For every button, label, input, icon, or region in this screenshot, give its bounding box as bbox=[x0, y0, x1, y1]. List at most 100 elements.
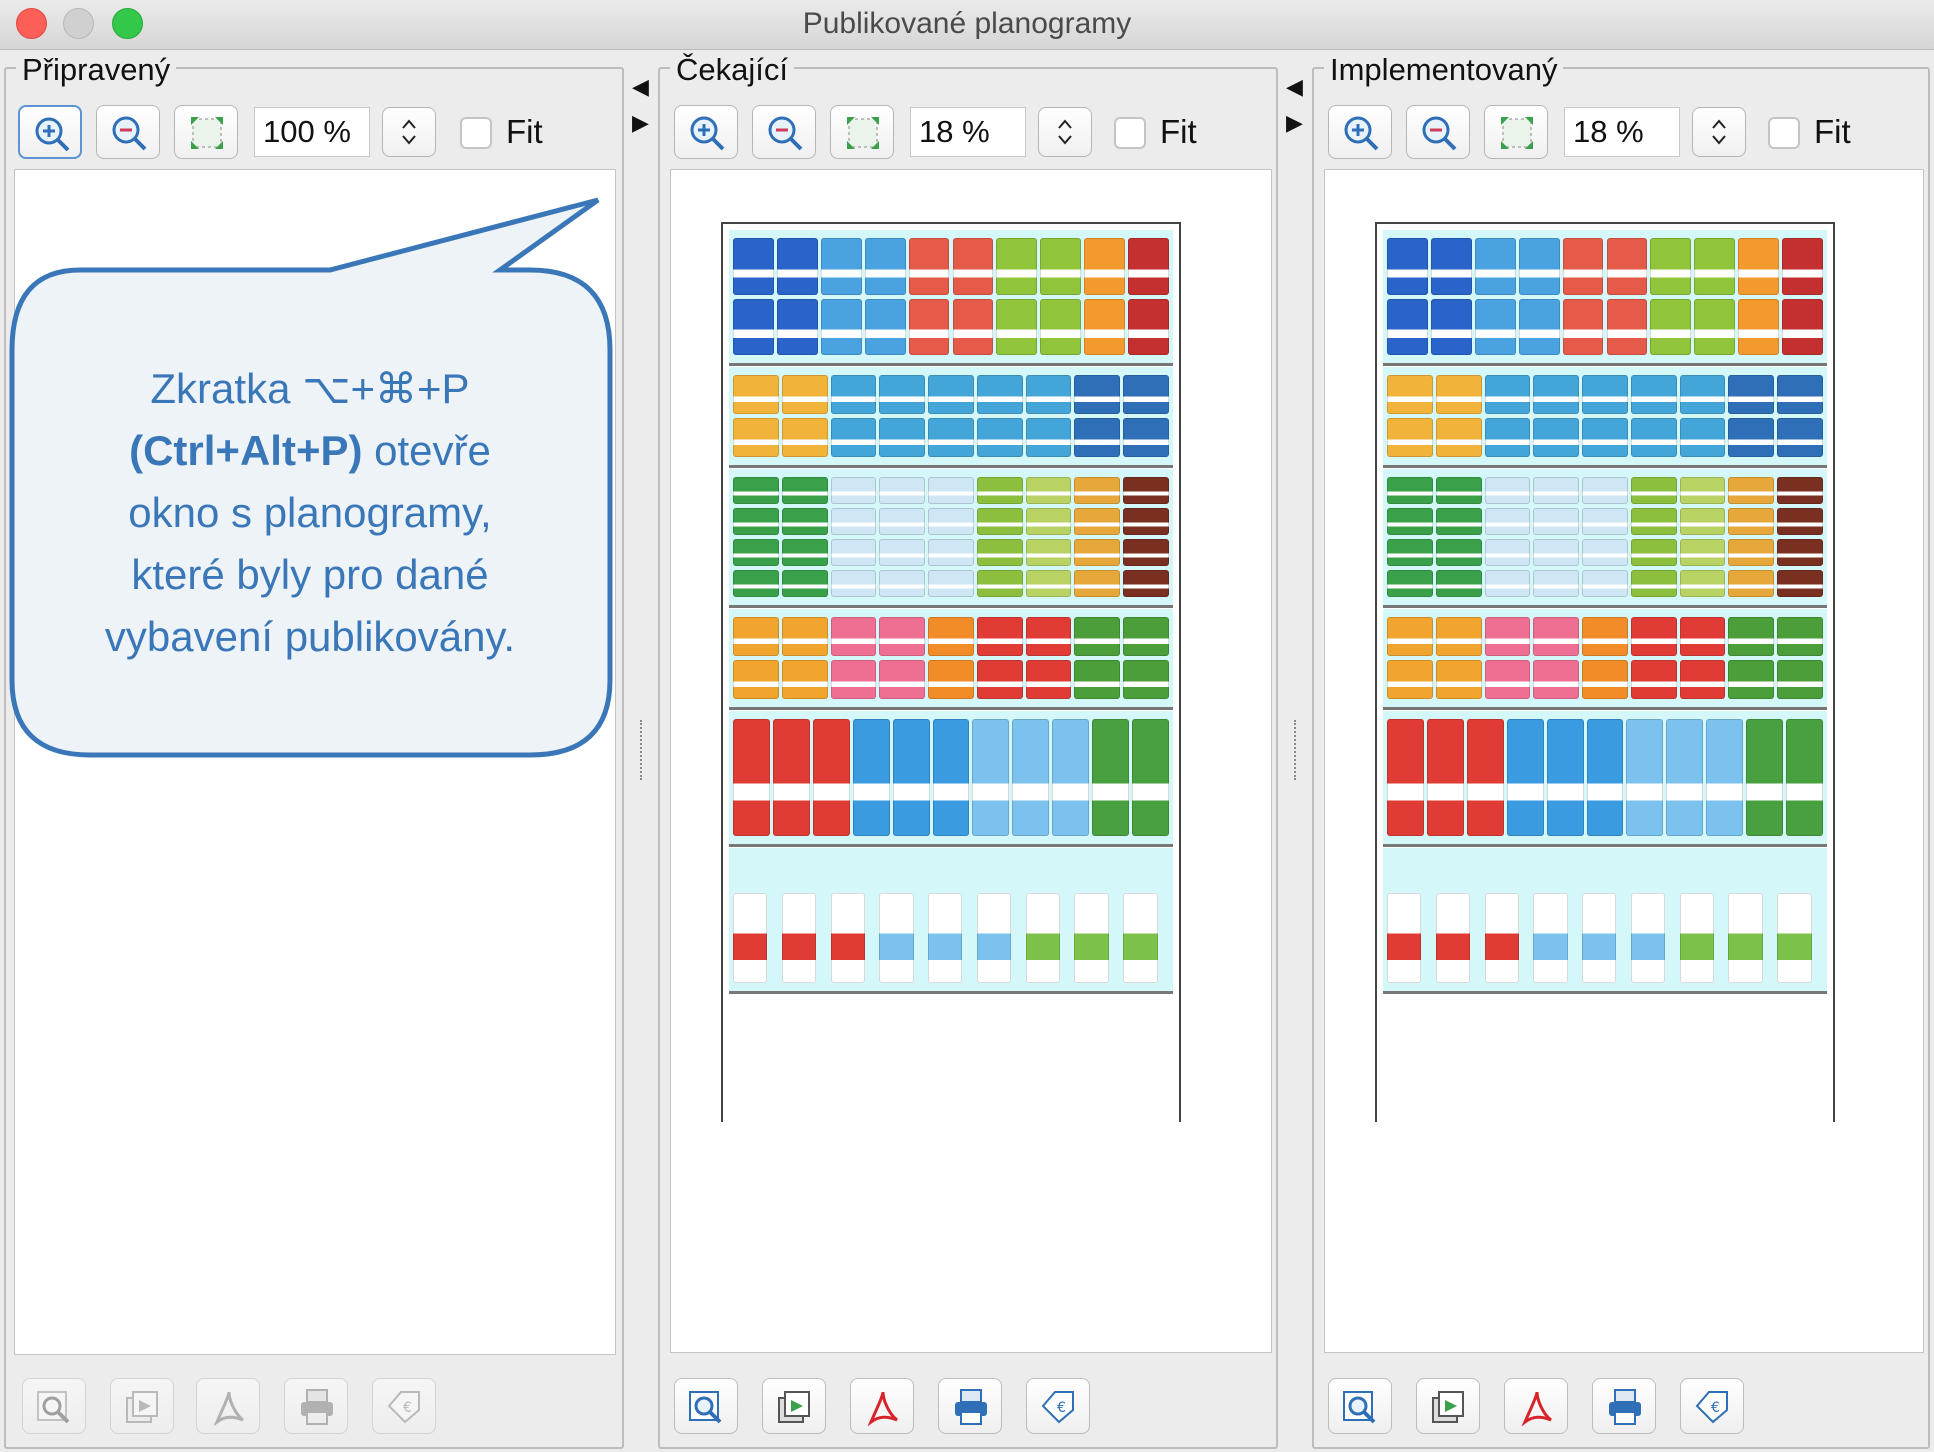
product-facing[interactable] bbox=[1679, 477, 1726, 504]
product-facing[interactable] bbox=[1746, 719, 1784, 836]
product-facing[interactable] bbox=[1132, 719, 1169, 836]
product-facing[interactable] bbox=[879, 570, 926, 597]
product-facing[interactable] bbox=[1474, 238, 1516, 295]
product-facing[interactable] bbox=[1506, 719, 1544, 836]
export-button[interactable] bbox=[762, 1378, 826, 1434]
product-facing[interactable] bbox=[1777, 893, 1812, 983]
product-facing[interactable] bbox=[1562, 238, 1604, 295]
product-facing[interactable] bbox=[1630, 418, 1677, 457]
product-facing[interactable] bbox=[830, 617, 877, 656]
zoom-stepper[interactable] bbox=[1692, 107, 1746, 157]
product-facing[interactable] bbox=[1728, 893, 1763, 983]
product-facing[interactable] bbox=[1728, 375, 1775, 414]
product-facing[interactable] bbox=[928, 570, 974, 597]
product-facing[interactable] bbox=[1679, 893, 1714, 983]
product-facing[interactable] bbox=[830, 539, 877, 566]
product-facing[interactable] bbox=[1074, 418, 1121, 457]
collapse-right-arrow[interactable]: ▶ bbox=[1286, 110, 1303, 135]
product-facing[interactable] bbox=[733, 719, 770, 836]
product-facing[interactable] bbox=[1435, 477, 1482, 504]
zoom-level-field[interactable]: 18 % bbox=[910, 107, 1026, 157]
zoom-stepper[interactable] bbox=[1038, 107, 1092, 157]
product-facing[interactable] bbox=[1484, 375, 1531, 414]
product-facing[interactable] bbox=[1484, 660, 1531, 699]
zoom-stepper[interactable] bbox=[382, 107, 436, 157]
product-facing[interactable] bbox=[996, 238, 1038, 295]
product-facing[interactable] bbox=[1123, 570, 1169, 597]
product-facing[interactable] bbox=[830, 660, 877, 699]
product-facing[interactable] bbox=[976, 375, 1023, 414]
product-facing[interactable] bbox=[1387, 617, 1433, 656]
product-facing[interactable] bbox=[1387, 719, 1424, 836]
product-facing[interactable] bbox=[1626, 719, 1664, 836]
product-facing[interactable] bbox=[1533, 660, 1580, 699]
product-facing[interactable] bbox=[1533, 539, 1580, 566]
product-facing[interactable] bbox=[1666, 719, 1704, 836]
product-facing[interactable] bbox=[1435, 508, 1482, 535]
product-facing[interactable] bbox=[1426, 719, 1464, 836]
product-facing[interactable] bbox=[1533, 617, 1580, 656]
fit-to-screen-button[interactable] bbox=[1484, 105, 1548, 159]
product-facing[interactable] bbox=[733, 375, 779, 414]
price-tag-button[interactable]: € bbox=[1026, 1378, 1090, 1434]
product-facing[interactable] bbox=[892, 719, 930, 836]
product-facing[interactable] bbox=[733, 539, 779, 566]
product-facing[interactable] bbox=[1430, 238, 1472, 295]
product-facing[interactable] bbox=[1738, 238, 1780, 295]
product-facing[interactable] bbox=[1728, 617, 1775, 656]
product-facing[interactable] bbox=[928, 375, 974, 414]
splitter-grip[interactable] bbox=[640, 720, 643, 780]
info-button[interactable] bbox=[1328, 1378, 1392, 1434]
product-facing[interactable] bbox=[1606, 238, 1648, 295]
product-facing[interactable] bbox=[830, 508, 877, 535]
pdf-button[interactable] bbox=[196, 1378, 260, 1434]
zoom-in-button[interactable] bbox=[674, 105, 738, 159]
product-facing[interactable] bbox=[1123, 539, 1169, 566]
product-facing[interactable] bbox=[830, 418, 877, 457]
product-facing[interactable] bbox=[1074, 477, 1121, 504]
product-facing[interactable] bbox=[1052, 719, 1090, 836]
product-facing[interactable] bbox=[1679, 617, 1726, 656]
product-facing[interactable] bbox=[1630, 375, 1677, 414]
product-facing[interactable] bbox=[1777, 508, 1823, 535]
product-facing[interactable] bbox=[1387, 477, 1433, 504]
splitter-grip[interactable] bbox=[1294, 720, 1297, 780]
product-facing[interactable] bbox=[733, 298, 774, 355]
product-facing[interactable] bbox=[1728, 660, 1775, 699]
minimize-window-button[interactable] bbox=[63, 8, 94, 39]
product-facing[interactable] bbox=[928, 660, 974, 699]
product-facing[interactable] bbox=[733, 617, 779, 656]
product-facing[interactable] bbox=[1466, 719, 1504, 836]
product-facing[interactable] bbox=[1025, 539, 1072, 566]
product-facing[interactable] bbox=[879, 418, 926, 457]
product-facing[interactable] bbox=[1728, 570, 1775, 597]
print-button[interactable] bbox=[938, 1378, 1002, 1434]
product-facing[interactable] bbox=[1387, 893, 1422, 983]
product-facing[interactable] bbox=[1387, 375, 1433, 414]
product-facing[interactable] bbox=[1435, 375, 1482, 414]
product-facing[interactable] bbox=[1084, 298, 1126, 355]
product-facing[interactable] bbox=[1630, 570, 1677, 597]
product-facing[interactable] bbox=[1777, 570, 1823, 597]
product-facing[interactable] bbox=[1074, 508, 1121, 535]
product-facing[interactable] bbox=[1012, 719, 1050, 836]
export-button[interactable] bbox=[110, 1378, 174, 1434]
planogram-canvas[interactable] bbox=[1324, 169, 1924, 1353]
product-facing[interactable] bbox=[1387, 539, 1433, 566]
zoom-out-button[interactable] bbox=[752, 105, 816, 159]
product-facing[interactable] bbox=[976, 660, 1023, 699]
product-facing[interactable] bbox=[830, 893, 865, 983]
product-facing[interactable] bbox=[1728, 418, 1775, 457]
product-facing[interactable] bbox=[928, 617, 974, 656]
product-facing[interactable] bbox=[879, 375, 926, 414]
product-facing[interactable] bbox=[972, 719, 1010, 836]
product-facing[interactable] bbox=[879, 893, 914, 983]
product-facing[interactable] bbox=[1484, 539, 1531, 566]
product-facing[interactable] bbox=[928, 477, 974, 504]
zoom-level-field[interactable]: 18 % bbox=[1564, 107, 1680, 157]
product-facing[interactable] bbox=[1074, 539, 1121, 566]
product-facing[interactable] bbox=[733, 570, 779, 597]
product-facing[interactable] bbox=[776, 238, 818, 295]
product-facing[interactable] bbox=[1040, 238, 1082, 295]
collapse-left-arrow[interactable]: ◀ bbox=[1286, 74, 1303, 99]
